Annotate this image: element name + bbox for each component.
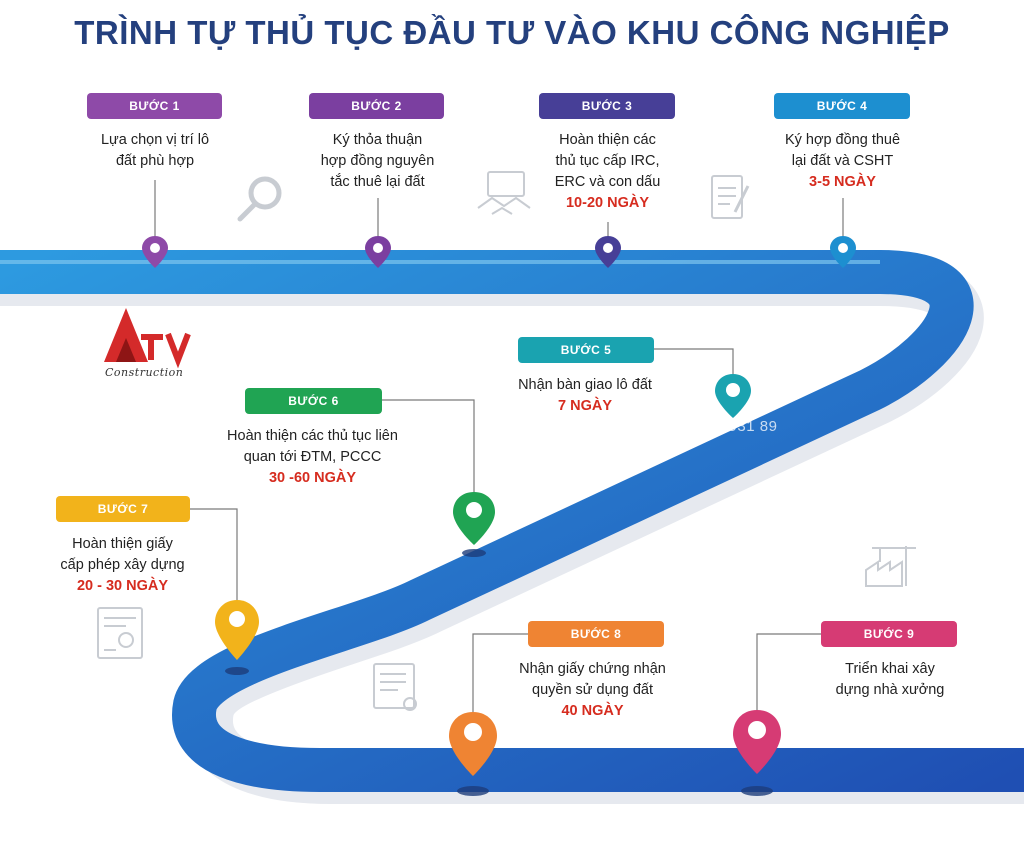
step-3-line-3: ERC và con dấu	[554, 174, 661, 190]
step-3-text: Hoàn thiện các thủ tục cấp IRC, ERC và c…	[520, 130, 695, 214]
certificate-icon	[373, 663, 417, 711]
step-3-badge: BƯỚC 3	[539, 93, 675, 119]
step-8-line-2: quyền sử dụng đất	[532, 682, 653, 698]
step-1-badge: BƯỚC 1	[87, 93, 222, 119]
step-9-badge: BƯỚC 9	[821, 621, 957, 647]
step-3-line-1: Hoàn thiện các	[559, 132, 656, 148]
step-8-badge: BƯỚC 8	[528, 621, 664, 647]
step-3-line-2: thủ tục cấp IRC,	[555, 153, 660, 169]
step-9-text: Triển khai xây dựng nhà xưởng	[800, 659, 980, 701]
license-document-icon	[97, 607, 143, 659]
connector-6	[382, 399, 475, 493]
step-7-line-1: Hoàn thiện giấy	[72, 536, 173, 552]
step-6-line-1: Hoàn thiện các thủ tục liên	[227, 428, 398, 444]
step-7-line-2: cấp phép xây dựng	[60, 557, 185, 573]
step-2-line-2: hợp đồng nguyên	[320, 153, 435, 169]
step-7-duration: 20 - 30 NGÀY	[76, 578, 169, 594]
step-4-text: Ký hợp đồng thuê lại đất và CSHT 3-5 NGÀ…	[755, 130, 930, 193]
step-7-text: Hoàn thiện giấy cấp phép xây dựng 20 - 3…	[35, 534, 210, 597]
step-6-text: Hoàn thiện các thủ tục liên quan tới ĐTM…	[200, 426, 425, 489]
connector-9	[756, 633, 821, 710]
step-1-text: Lựa chọn vị trí lô đất phù hợp	[60, 130, 250, 172]
watermark: uction 0931 89	[672, 418, 778, 435]
pin-9	[733, 710, 781, 796]
pin-6	[453, 492, 495, 557]
step-2-line-3: tắc thuê lại đất	[330, 174, 425, 190]
step-8-line-1: Nhận giấy chứng nhận	[519, 661, 666, 677]
step-7-badge: BƯỚC 7	[56, 496, 190, 522]
step-2-text: Ký thỏa thuận hợp đồng nguyên tắc thuê l…	[290, 130, 465, 193]
step-6-line-2: quan tới ĐTM, PCCC	[243, 449, 382, 465]
step-3-duration: 10-20 NGÀY	[565, 195, 649, 211]
step-1-line-2: đất phù hợp	[115, 153, 195, 169]
pin-7	[215, 600, 259, 675]
handshake-icon	[477, 171, 531, 215]
step-8-duration: 40 NGÀY	[561, 703, 624, 719]
step-4-line-2: lại đất và CSHT	[791, 153, 894, 169]
step-5-duration: 7 NGÀY	[558, 398, 612, 414]
pin-2	[365, 236, 391, 268]
pin-8	[449, 712, 497, 796]
atv-logo	[104, 308, 191, 369]
step-9-line-2: dựng nhà xưởng	[835, 682, 945, 698]
magnifier-icon	[237, 176, 282, 222]
pin-3	[595, 236, 621, 268]
step-9-line-1: Triển khai xây	[845, 661, 935, 677]
pin-1	[142, 236, 168, 268]
step-1-line-1: Lựa chọn vị trí lô	[100, 132, 210, 148]
connector-8	[472, 633, 528, 712]
step-2-line-1: Ký thỏa thuận	[332, 132, 423, 148]
connector-7	[190, 508, 238, 600]
pin-4	[830, 236, 856, 268]
pin-5	[715, 374, 751, 418]
step-5-text: Nhận bàn giao lô đất 7 NGÀY	[490, 375, 680, 417]
connector-5	[654, 348, 734, 375]
step-4-line-1: Ký hợp đồng thuê	[784, 132, 901, 148]
road-path	[0, 250, 1024, 792]
step-6-badge: BƯỚC 6	[245, 388, 382, 414]
factory-crane-icon	[865, 546, 916, 587]
step-6-duration: 30 -60 NGÀY	[268, 470, 357, 486]
step-2-badge: BƯỚC 2	[309, 93, 444, 119]
logo-subtitle: Construction	[105, 366, 184, 379]
page-title: TRÌNH TỰ THỦ TỤC ĐẦU TƯ VÀO KHU CÔNG NGH…	[74, 14, 950, 51]
step-5-badge: BƯỚC 5	[518, 337, 654, 363]
step-5-line-1: Nhận bàn giao lô đất	[518, 377, 652, 393]
step-8-text: Nhận giấy chứng nhận quyền sử dụng đất 4…	[490, 659, 695, 722]
step-4-duration: 3-5 NGÀY	[809, 174, 876, 190]
document-sign-icon	[711, 175, 750, 219]
step-4-badge: BƯỚC 4	[774, 93, 910, 119]
